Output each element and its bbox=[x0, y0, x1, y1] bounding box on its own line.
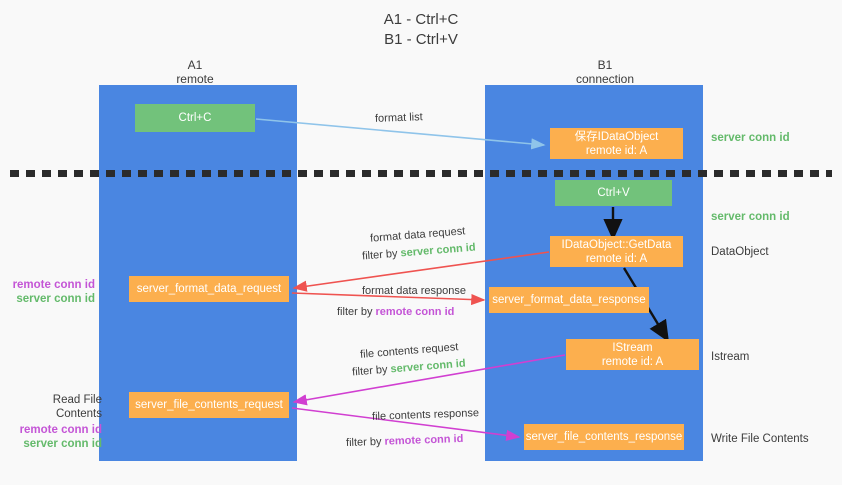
filter-prefix: filter by bbox=[361, 247, 402, 263]
box-server-file-contents-request[interactable]: server_file_contents_request bbox=[129, 392, 289, 418]
box-ctrl-c[interactable]: Ctrl+C bbox=[135, 104, 255, 132]
box-server-file-contents-response[interactable]: server_file_contents_response bbox=[524, 424, 684, 450]
annotation-format-list: format list bbox=[374, 111, 423, 125]
filter-value-remote-conn-id: remote conn id bbox=[384, 432, 464, 448]
box-istream-line1: IStream bbox=[612, 341, 653, 354]
label-server-conn-id-mid: server conn id bbox=[711, 211, 790, 223]
box-server-format-data-response[interactable]: server_format_data_response bbox=[489, 287, 649, 313]
box-server-format-data-request-label: server_format_data_request bbox=[136, 283, 282, 295]
label-dataobject: DataObject bbox=[711, 246, 769, 258]
column-b1-name: B1 bbox=[597, 58, 613, 72]
box-getdata-line2: remote id: A bbox=[585, 252, 648, 265]
box-save-idataobject-line1: 保存IDataObject bbox=[574, 130, 659, 143]
dashed-divider bbox=[10, 170, 832, 177]
filter-value-server-conn-id: server conn id bbox=[390, 357, 467, 376]
label-left-conn-ids-format: remote conn id server conn id bbox=[10, 278, 95, 306]
box-save-idataobject-line2: remote id: A bbox=[585, 144, 648, 157]
box-save-idataobject[interactable]: 保存IDataObject remote id: A bbox=[550, 128, 683, 159]
box-ctrl-v-label: Ctrl+V bbox=[597, 187, 630, 199]
page-title: A1 - Ctrl+C B1 - Ctrl+V bbox=[0, 10, 842, 50]
label-server-conn-id-1: server conn id bbox=[16, 293, 95, 305]
annotation-file-contents-response-filter: filter by remote conn id bbox=[346, 432, 464, 450]
filter-value-remote-conn-id: remote conn id bbox=[375, 306, 455, 318]
filter-prefix: filter by bbox=[345, 435, 385, 450]
label-read-file-contents: Read File Contents bbox=[52, 394, 102, 420]
box-ctrl-v[interactable]: Ctrl+V bbox=[555, 180, 672, 206]
title-line-2: B1 - Ctrl+V bbox=[384, 31, 458, 48]
title-line-1: A1 - Ctrl+C bbox=[383, 11, 459, 28]
annotation-file-contents-response: file contents response bbox=[371, 407, 480, 423]
label-left-conn-ids-file: Read File Contents remote conn id server… bbox=[10, 393, 102, 451]
label-istream: Istream bbox=[711, 351, 750, 363]
box-istream[interactable]: IStream remote id: A bbox=[566, 339, 699, 370]
box-server-file-contents-request-label: server_file_contents_request bbox=[135, 399, 283, 411]
label-write-file-contents: Write File Contents bbox=[711, 433, 809, 445]
label-remote-conn-id-2: remote conn id bbox=[19, 424, 102, 436]
column-a1-name: A1 bbox=[187, 58, 203, 72]
label-server-conn-id-top: server conn id bbox=[711, 132, 790, 144]
label-server-conn-id-2: server conn id bbox=[23, 438, 102, 450]
filter-value-server-conn-id: server conn id bbox=[400, 241, 477, 260]
filter-prefix: filter by bbox=[351, 363, 392, 379]
annotation-format-data-response-filter: filter by remote conn id bbox=[337, 305, 454, 319]
box-getdata-line1: IDataObject::GetData bbox=[561, 238, 672, 251]
box-istream-line2: remote id: A bbox=[601, 355, 664, 368]
column-header-a1: A1 remote bbox=[120, 58, 270, 86]
box-server-file-contents-response-label: server_file_contents_response bbox=[525, 431, 683, 443]
column-a1-sub: remote bbox=[176, 72, 214, 86]
column-b1-sub: connection bbox=[575, 72, 635, 86]
label-remote-conn-id-1: remote conn id bbox=[12, 279, 95, 291]
box-ctrl-c-label: Ctrl+C bbox=[178, 112, 212, 124]
box-idataobject-getdata[interactable]: IDataObject::GetData remote id: A bbox=[550, 236, 683, 267]
box-server-format-data-response-label: server_format_data_response bbox=[492, 294, 646, 306]
box-server-format-data-request[interactable]: server_format_data_request bbox=[129, 276, 289, 302]
filter-prefix: filter by bbox=[337, 306, 376, 318]
column-header-b1: B1 connection bbox=[530, 58, 680, 86]
annotation-format-data-response: format data response bbox=[362, 285, 466, 297]
